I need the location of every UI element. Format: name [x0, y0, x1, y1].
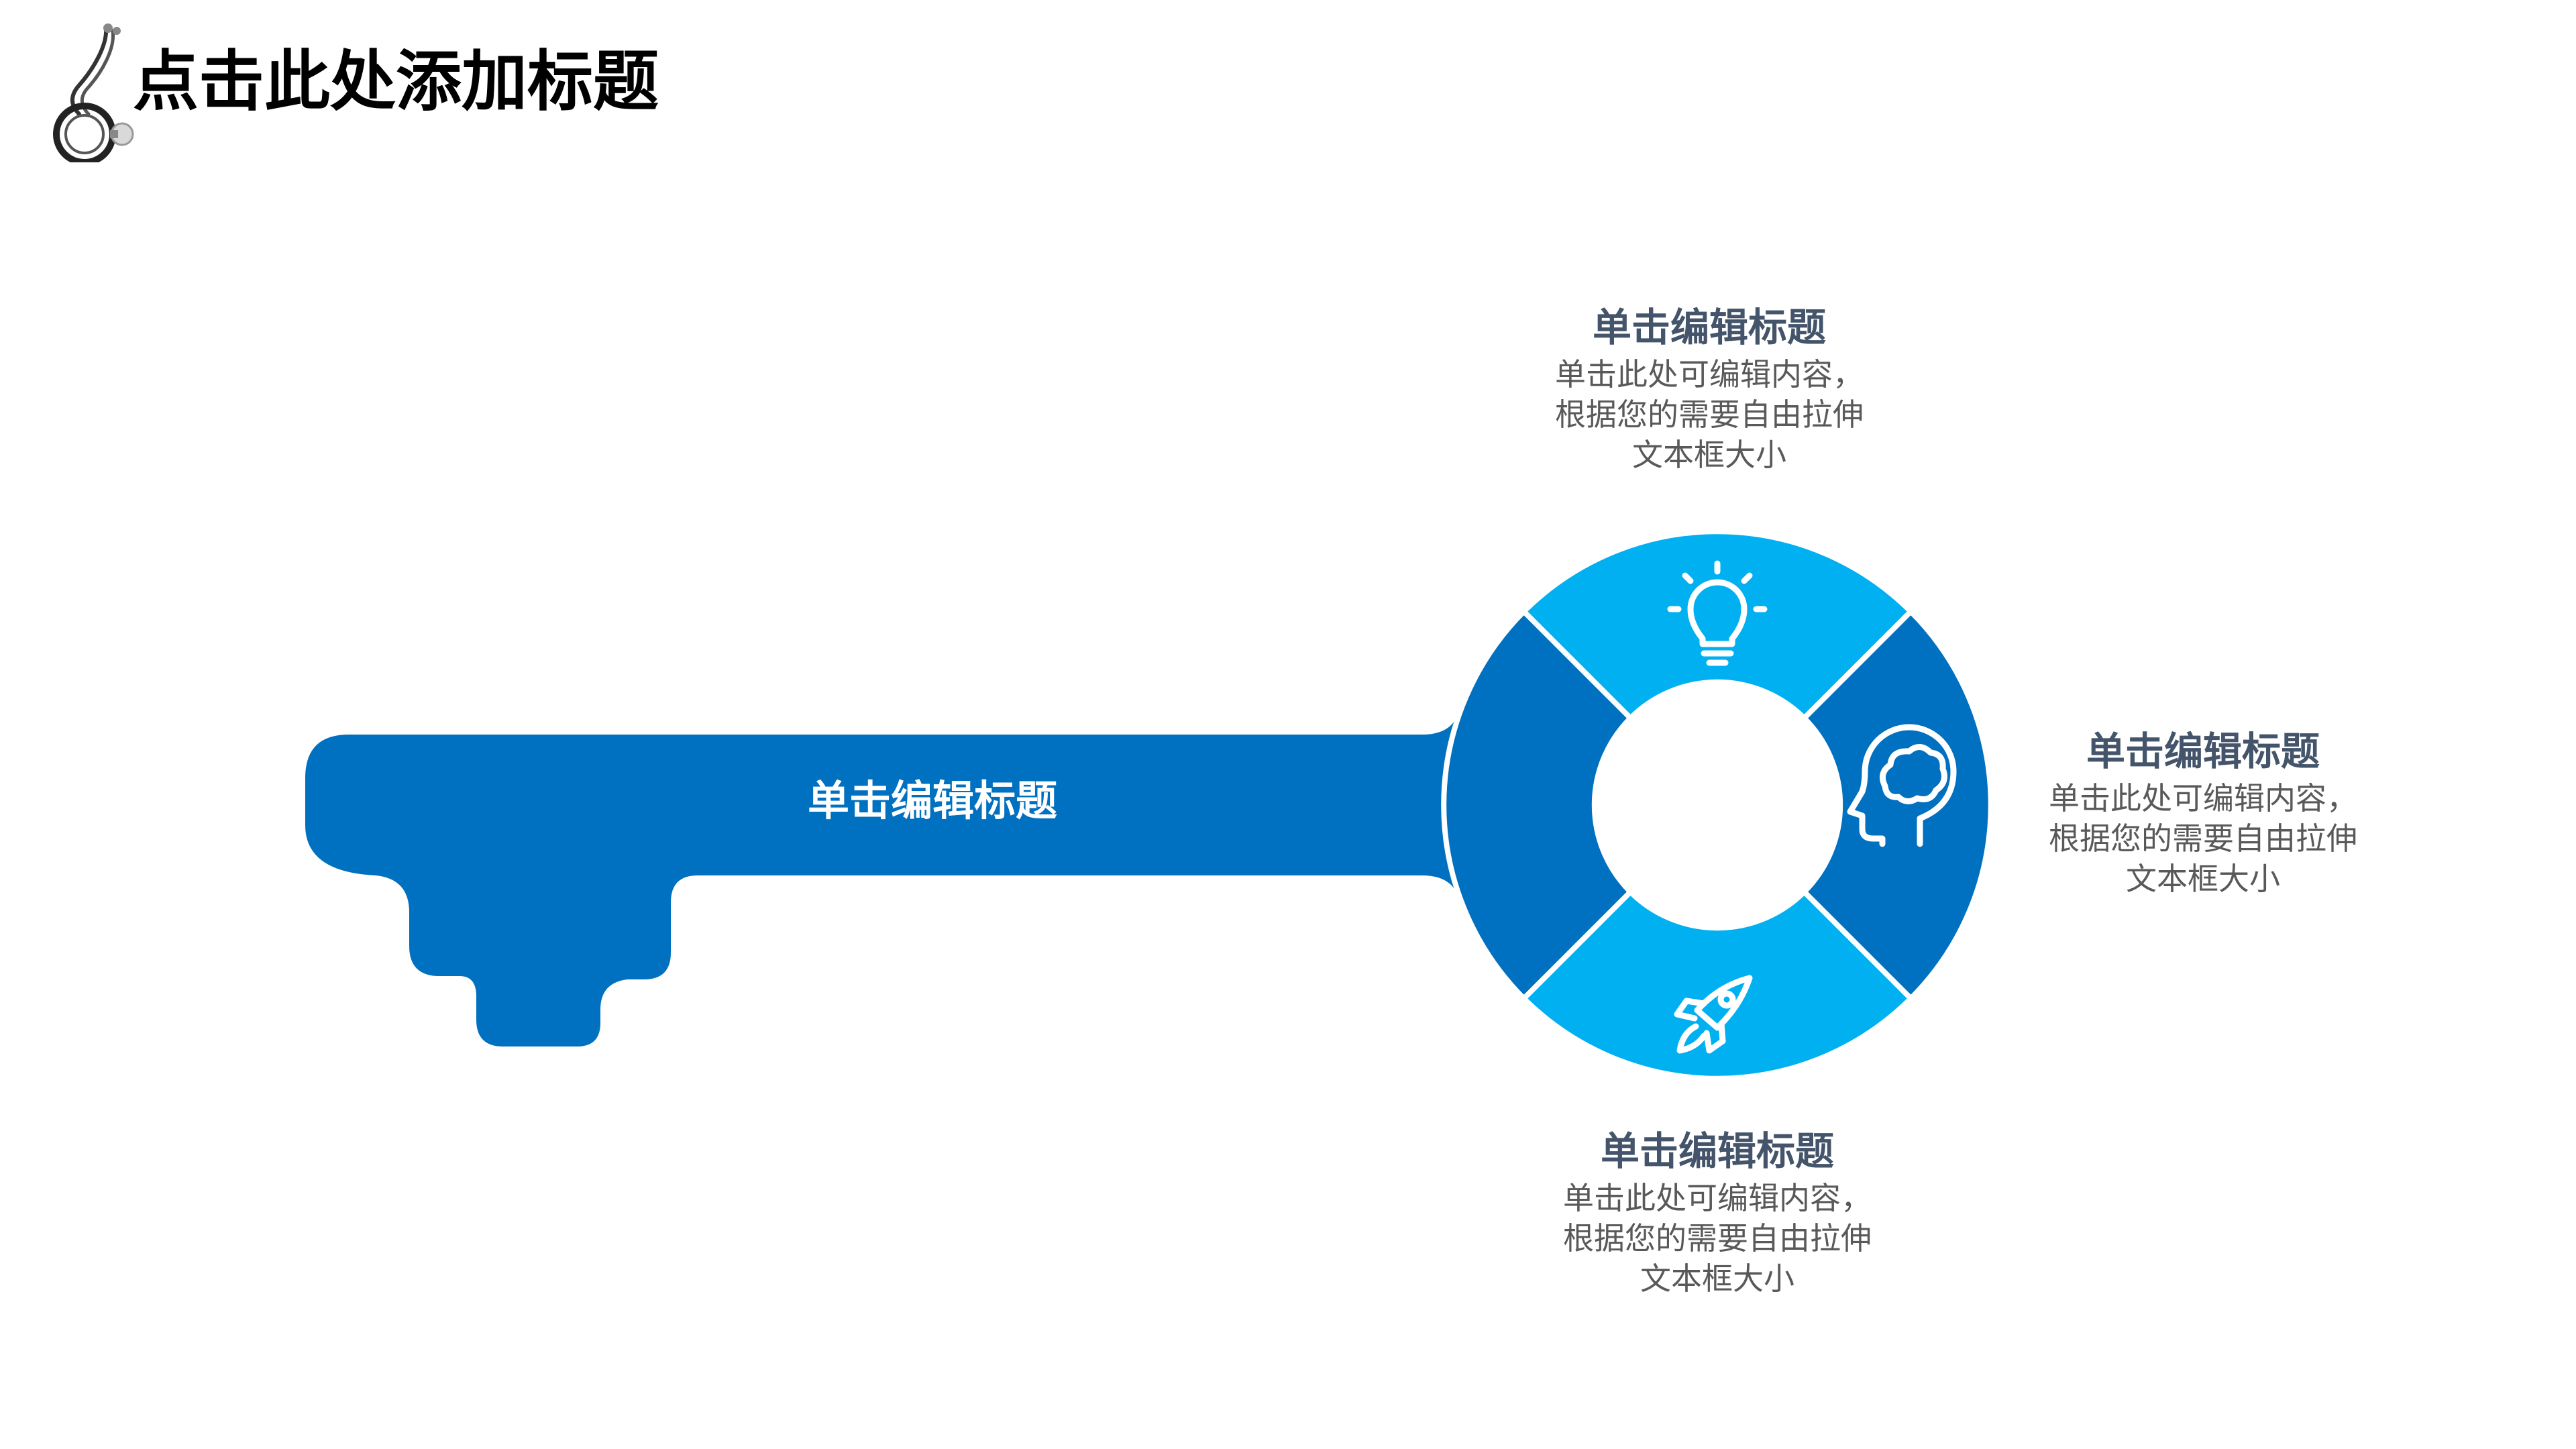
block-body: 单击此处可编辑内容， 根据您的需要自由拉伸 文本框大小: [1468, 354, 1951, 475]
ring-segment-left: [1441, 607, 1635, 1003]
text-block-top: 单击编辑标题 单击此处可编辑内容， 根据您的需要自由拉伸 文本框大小: [1468, 301, 1951, 475]
page-title: 点击此处添加标题: [133, 44, 659, 120]
block-line: 文本框大小: [1632, 437, 1786, 473]
head-brain-icon: [1847, 724, 1957, 847]
key-shaft: [305, 735, 1462, 1046]
block-line: 单击此处可编辑内容，: [1555, 356, 1864, 392]
block-line: 根据您的需要自由拉伸: [1555, 396, 1864, 433]
block-line: 单击此处可编辑内容，: [1563, 1180, 1872, 1216]
ring-segment-top: [1519, 529, 1915, 722]
ring-segment-right: [1800, 607, 1994, 1003]
ring-segment-bottom: [1519, 888, 1915, 1081]
block-heading: 单击编辑标题: [1600, 1128, 1834, 1174]
block-heading: 单击编辑标题: [1592, 305, 1826, 350]
block-body: 单击此处可编辑内容， 根据您的需要自由拉伸 文本框大小: [1962, 778, 2445, 899]
block-line: 单击此处可编辑内容，: [2049, 780, 2357, 816]
block-line: 根据您的需要自由拉伸: [2049, 820, 2357, 857]
text-block-right: 单击编辑标题 单击此处可编辑内容， 根据您的需要自由拉伸 文本框大小: [1962, 724, 2445, 899]
block-line: 文本框大小: [1640, 1260, 1794, 1297]
block-heading: 单击编辑标题: [2086, 729, 2320, 774]
text-block-bottom: 单击编辑标题 单击此处可编辑内容， 根据您的需要自由拉伸 文本框大小: [1476, 1124, 1959, 1299]
lightbulb-icon: [1667, 560, 1768, 666]
block-body: 单击此处可编辑内容， 根据您的需要自由拉伸 文本框大小: [1476, 1178, 1959, 1299]
block-line: 根据您的需要自由拉伸: [1563, 1220, 1872, 1256]
block-line: 文本框大小: [2126, 861, 2280, 897]
rocket-icon: [1674, 975, 1753, 1054]
key-label: 单击编辑标题: [807, 776, 1057, 825]
stethoscope-icon: [53, 23, 134, 162]
